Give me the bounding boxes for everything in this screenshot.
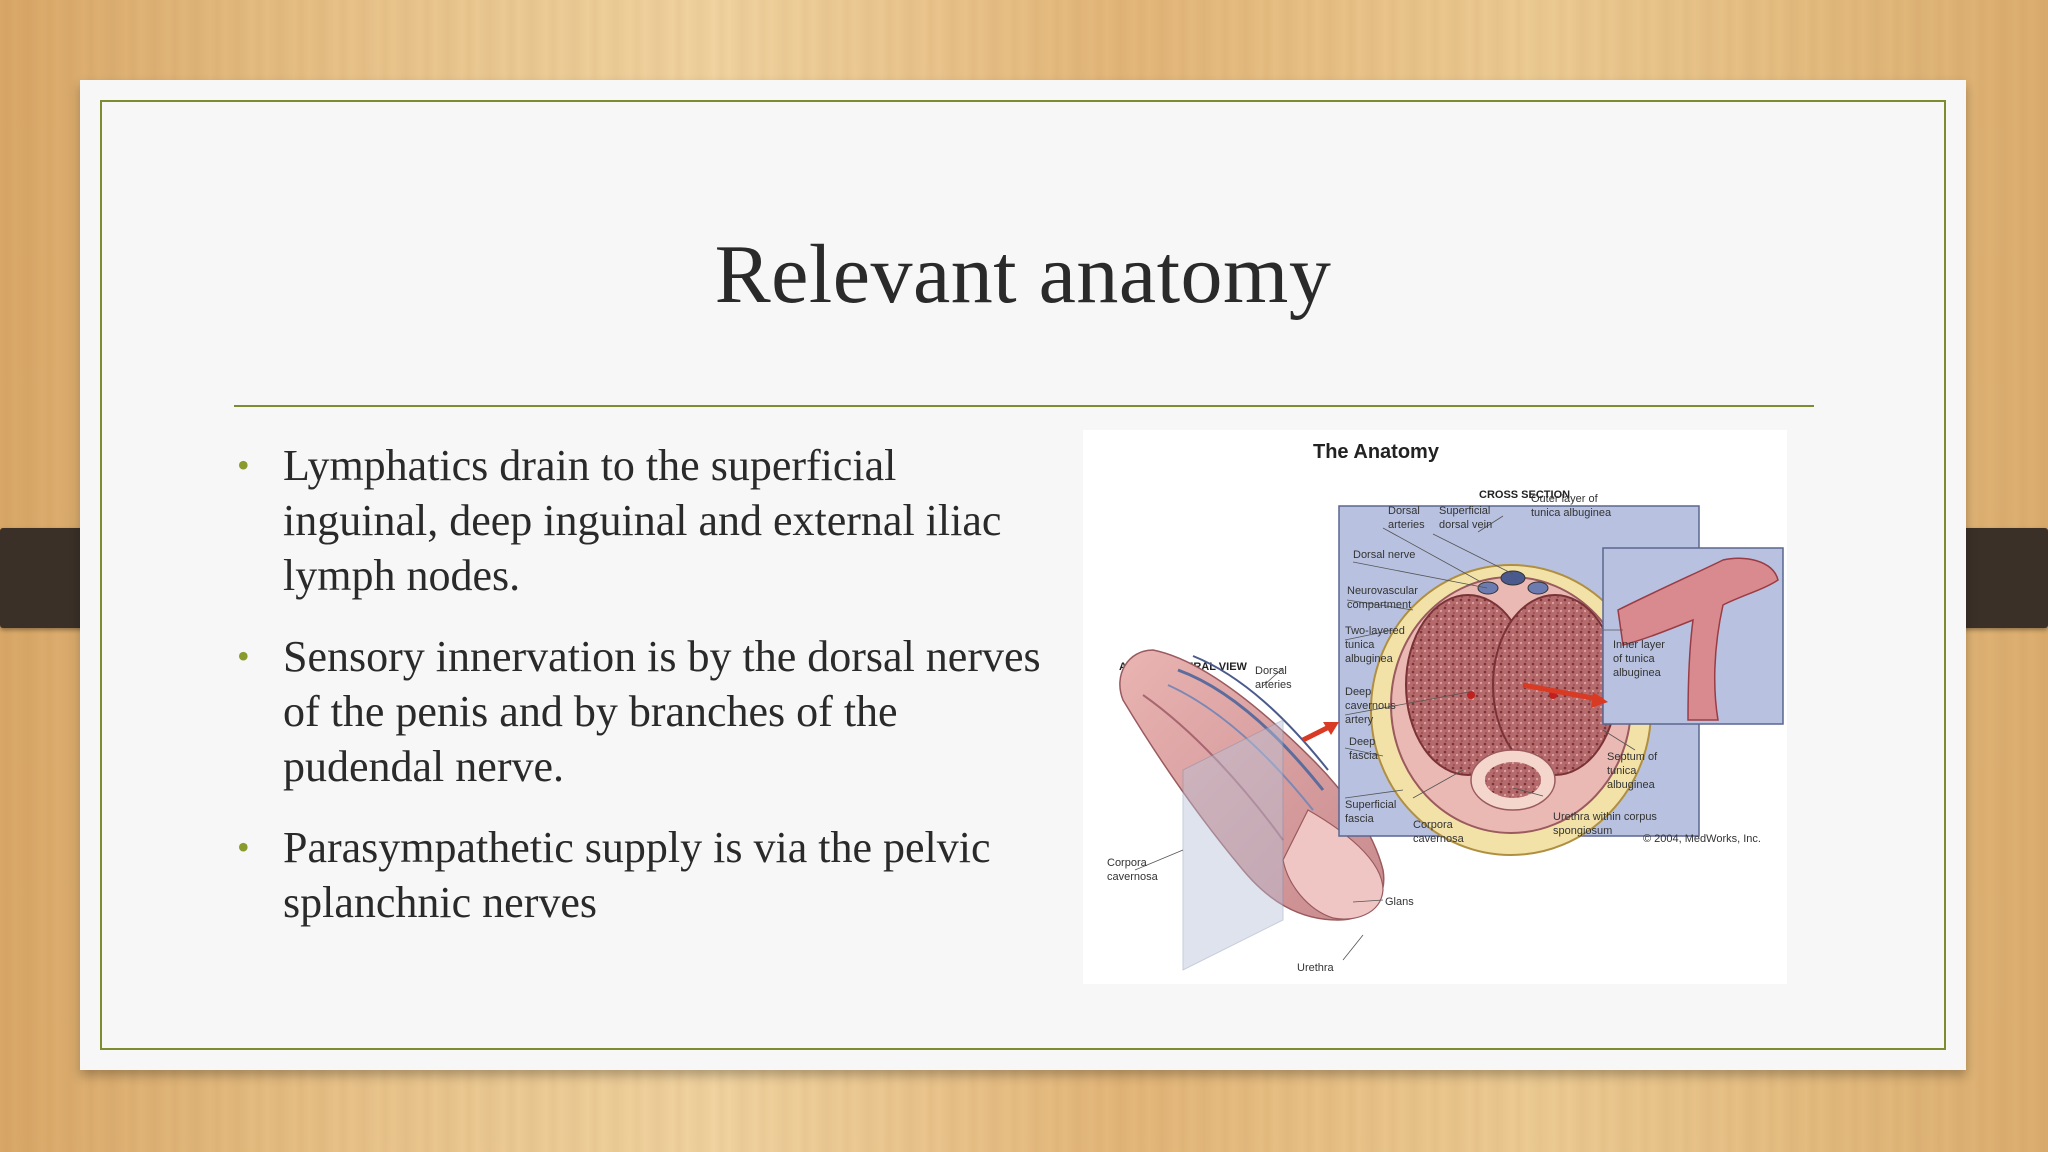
bullet-item: • Parasympathetic supply is via the pelvi…: [235, 820, 1055, 930]
figure-heading: The Anatomy: [1313, 441, 1440, 463]
bullet-dot-icon: •: [237, 636, 250, 676]
label-dorsal-nerve: Dorsal nerve: [1353, 549, 1415, 561]
slide: Relevant anatomy • Lymphatics drain to th…: [80, 80, 1966, 1070]
bullet-text: Sensory innervation is by the dorsal ner…: [283, 632, 1041, 791]
zoom-arrow-icon: [1522, 682, 1604, 703]
label-copyright: © 2004, MedWorks, Inc.: [1643, 833, 1761, 845]
bullet-dot-icon: •: [237, 827, 250, 867]
slide-title: Relevant anatomy: [714, 228, 1332, 321]
label-glans: Glans: [1385, 896, 1414, 908]
bullet-item: • Sensory innervation is by the dorsal ne…: [235, 629, 1055, 794]
septum-illustration: [1617, 557, 1779, 721]
anatomy-figure: The Anatomy CROSS SECTION ANTEROLATERAL …: [1083, 430, 1787, 984]
cross-section-heading: CROSS SECTION: [1479, 489, 1570, 501]
title-divider: [234, 405, 1814, 407]
slide-frame: [100, 100, 1946, 1050]
bullet-item: • Lymphatics drain to the superficial ing…: [235, 438, 1055, 603]
anatomy-illustration: The Anatomy CROSS SECTION ANTEROLATERAL …: [1107, 441, 1784, 974]
bullet-text: Parasympathetic supply is via the pelvic…: [283, 823, 991, 927]
bullet-text: Lymphatics drain to the superficial ingu…: [283, 441, 1002, 600]
label-urethra: Urethra: [1297, 962, 1335, 974]
bullet-dot-icon: •: [237, 445, 250, 485]
bullet-list: • Lymphatics drain to the superficial ing…: [235, 438, 1055, 956]
anterolateral-drawing: [1119, 649, 1385, 971]
